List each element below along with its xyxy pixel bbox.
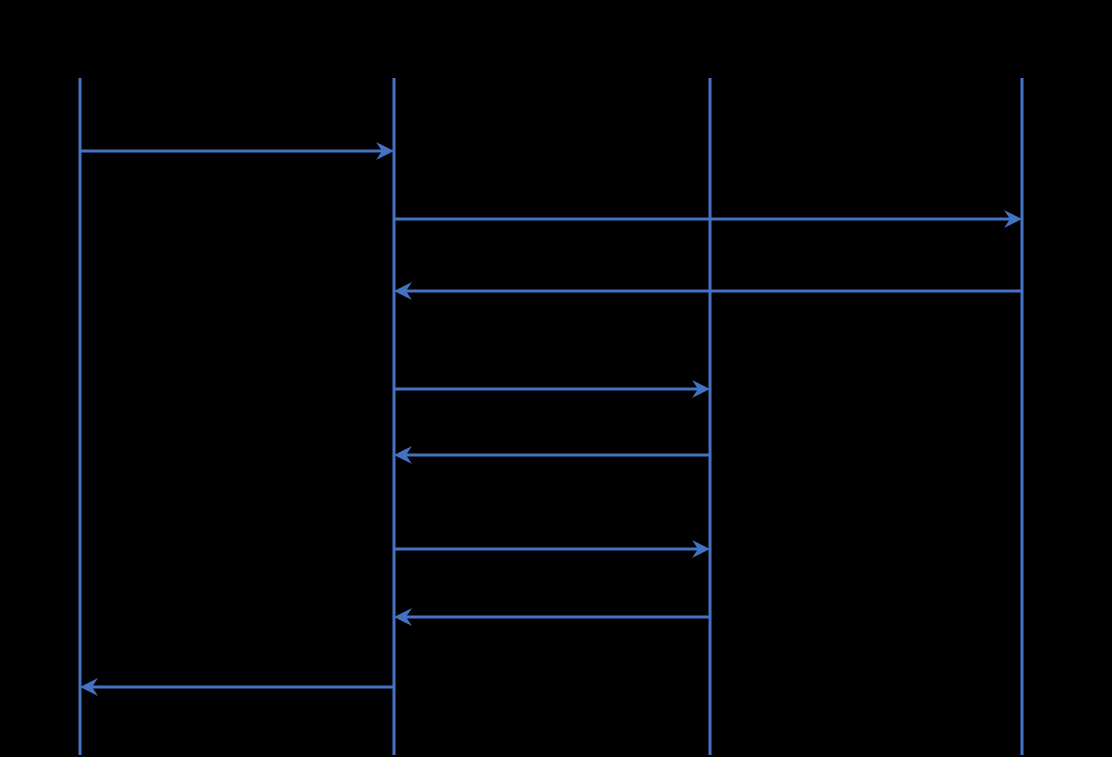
message-1: [80, 142, 394, 160]
message-3-arrowhead-left: [394, 282, 412, 300]
message-8: [80, 678, 394, 696]
message-2: [394, 210, 1022, 228]
message-6: [394, 540, 710, 558]
message-1-arrowhead-right: [376, 142, 394, 160]
message-4: [394, 380, 710, 398]
message-7: [394, 608, 710, 626]
message-7-arrowhead-left: [394, 608, 412, 626]
message-8-arrowhead-left: [80, 678, 98, 696]
message-4-arrowhead-right: [692, 380, 710, 398]
message-5-arrowhead-left: [394, 446, 412, 464]
message-3: [394, 282, 1022, 300]
message-6-arrowhead-right: [692, 540, 710, 558]
message-5: [394, 446, 710, 464]
message-2-arrowhead-right: [1004, 210, 1022, 228]
